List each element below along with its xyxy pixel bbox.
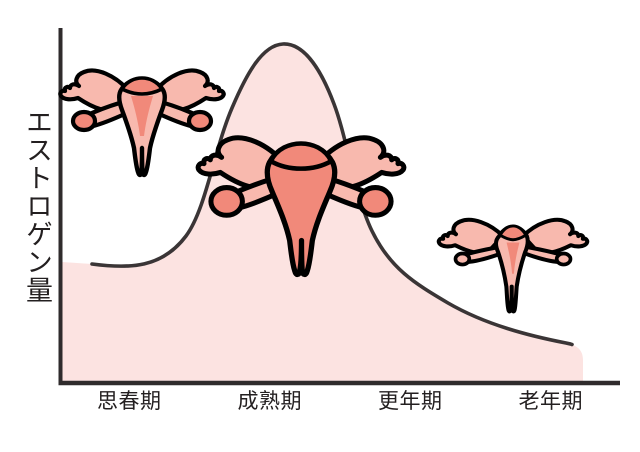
x-label-old-age: 老年期: [518, 389, 583, 413]
uterus-puberty-illustration: [58, 68, 226, 178]
uterus-maturity-illustration: [195, 135, 407, 278]
estrogen-curve-line: [90, 42, 574, 347]
x-label-puberty: 思春期: [97, 389, 162, 413]
uterus-old-age-illustration: [436, 217, 590, 314]
x-axis-labels: 思春期 成熟期 更年期 老年期: [59, 388, 621, 420]
x-label-menopause: 更年期: [378, 389, 443, 413]
y-axis-label: エストロゲン量: [21, 108, 52, 304]
x-label-maturity: 成熟期: [237, 389, 302, 413]
